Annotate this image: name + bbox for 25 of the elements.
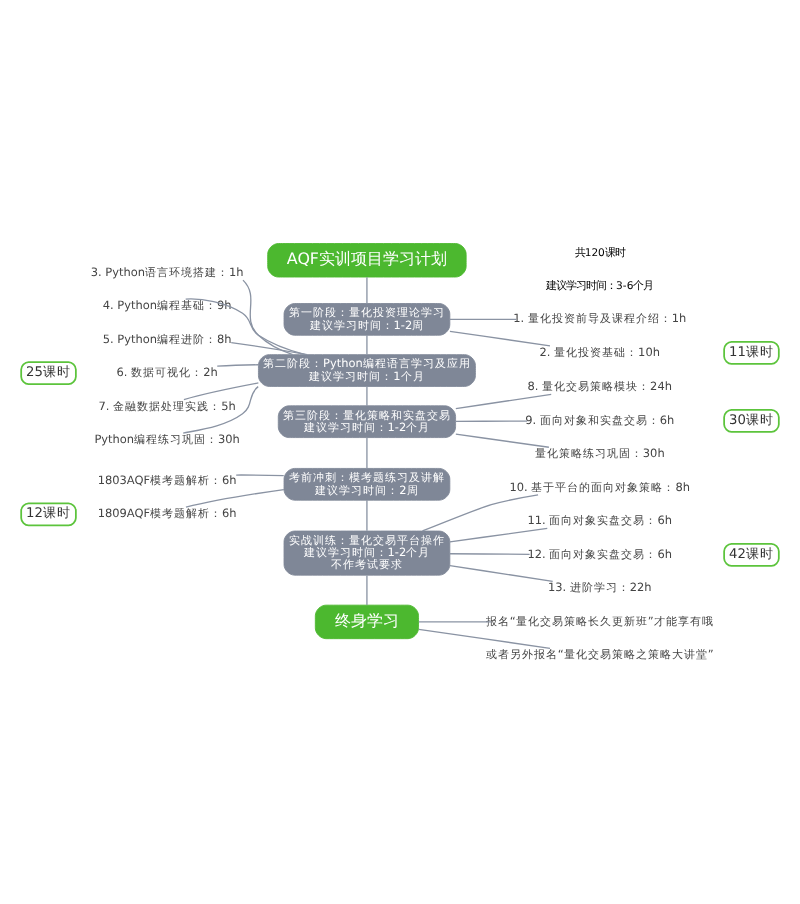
connector (455, 392, 552, 409)
connector (366, 333, 368, 355)
connector (418, 620, 492, 622)
connector (216, 363, 259, 366)
connector (235, 473, 285, 476)
connector (449, 317, 517, 320)
connector (455, 419, 528, 421)
connector (449, 564, 554, 581)
connector (242, 278, 294, 355)
connector (366, 275, 368, 304)
connector (185, 487, 285, 507)
connector (183, 381, 260, 400)
connector (421, 493, 539, 531)
connector (418, 627, 551, 648)
connector (455, 432, 550, 447)
connector (185, 297, 307, 355)
connector (230, 341, 308, 355)
connector (366, 573, 368, 605)
connector (366, 498, 368, 531)
connector (366, 436, 368, 469)
connector (449, 526, 548, 542)
connector (366, 384, 368, 406)
connector (449, 329, 551, 346)
connector (449, 552, 531, 554)
connector (182, 384, 259, 433)
